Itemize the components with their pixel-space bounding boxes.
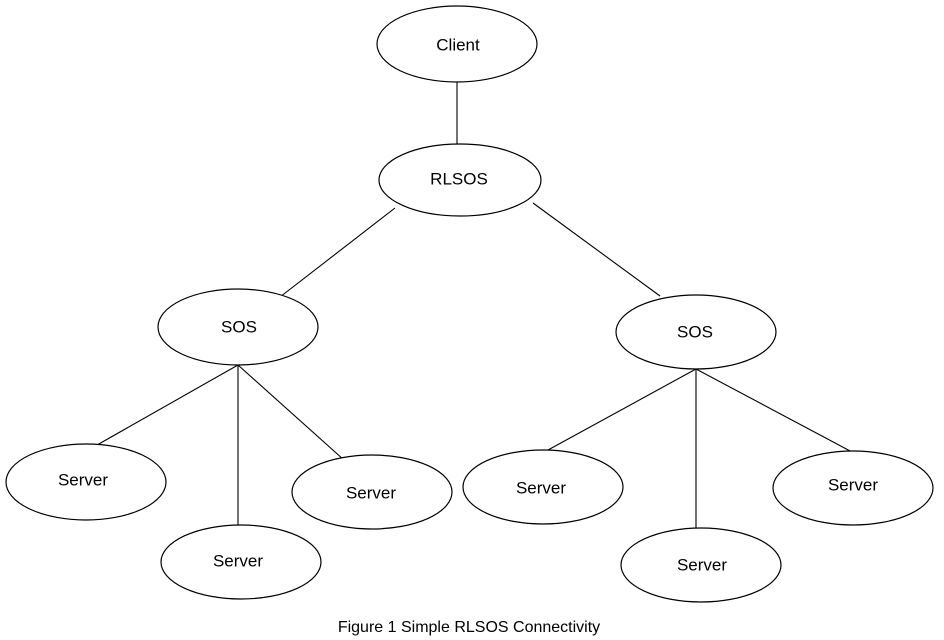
node-client: Client <box>376 5 538 83</box>
node-client-label: Client <box>436 35 480 54</box>
node-server-left-3: Server <box>291 454 453 530</box>
node-server-right-3-label: Server <box>828 475 878 494</box>
edges <box>89 82 853 530</box>
node-sos-right: SOS <box>615 294 777 370</box>
node-server-left-3-label: Server <box>346 483 396 502</box>
node-server-left-1: Server <box>5 443 167 521</box>
node-rlsos-label: RLSOS <box>430 169 488 188</box>
node-server-right-1-ellipse <box>462 449 624 525</box>
node-server-right-2-ellipse <box>620 527 782 603</box>
node-sos-left: SOS <box>157 288 319 366</box>
node-rlsos-ellipse <box>378 143 542 217</box>
edge-rlsos-sos-right <box>532 202 661 297</box>
node-server-right-2: Server <box>620 527 782 603</box>
node-server-left-2-ellipse <box>160 524 322 600</box>
node-server-right-3: Server <box>772 450 934 526</box>
node-rlsos: RLSOS <box>378 143 542 217</box>
node-client-ellipse <box>376 5 538 83</box>
node-server-right-3-ellipse <box>772 450 934 526</box>
edge-rlsos-sos-left <box>279 207 396 298</box>
node-server-left-1-label: Server <box>58 470 108 489</box>
node-server-right-1: Server <box>462 449 624 525</box>
edge-sos-right-server-3 <box>695 368 853 453</box>
node-server-left-2: Server <box>160 524 322 600</box>
node-server-right-1-label: Server <box>516 478 566 497</box>
node-sos-left-ellipse <box>157 288 319 366</box>
node-sos-right-label: SOS <box>677 322 713 341</box>
edge-sos-left-server-3 <box>237 364 345 461</box>
edge-sos-right-server-1 <box>547 368 697 451</box>
node-server-left-3-ellipse <box>291 454 453 530</box>
edge-sos-left-server-1 <box>89 364 239 450</box>
figure-caption: Figure 1 Simple RLSOS Connectivity <box>338 619 600 636</box>
node-sos-right-ellipse <box>615 294 777 370</box>
node-server-right-2-label: Server <box>677 555 727 574</box>
node-sos-left-label: SOS <box>221 317 257 336</box>
node-server-left-1-ellipse <box>5 443 167 521</box>
node-server-left-2-label: Server <box>213 551 263 570</box>
